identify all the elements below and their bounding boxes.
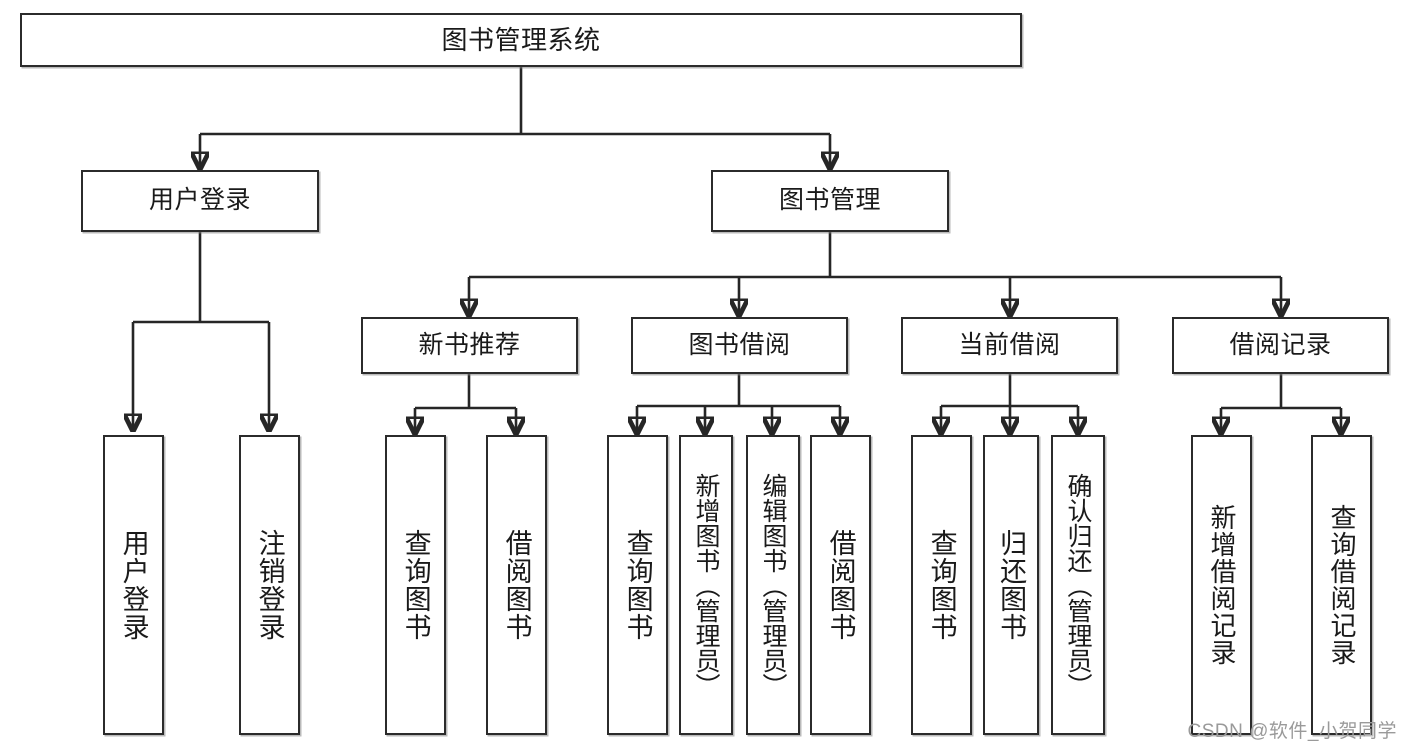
- leaf-book-borrow-borrow[interactable]: 借阅图书: [810, 435, 871, 735]
- node-current-borrow[interactable]: 当前借阅: [901, 317, 1118, 374]
- node-label: 借阅图书: [825, 529, 856, 641]
- node-label: 查询图书: [622, 529, 653, 641]
- node-root-book-management-system[interactable]: 图书管理系统: [20, 13, 1022, 67]
- leaf-current-borrow-query[interactable]: 查询图书: [911, 435, 972, 735]
- node-label: 新书推荐: [418, 330, 521, 359]
- leaf-book-borrow-add-admin[interactable]: 新增图书（管理员）: [679, 435, 733, 735]
- node-label: 用户登录: [148, 186, 251, 215]
- node-label: 借阅记录: [1229, 330, 1332, 359]
- node-label: 图书管理: [778, 186, 881, 215]
- leaf-user-login-logout[interactable]: 注销登录: [239, 435, 300, 735]
- leaf-borrow-record-query[interactable]: 查询借阅记录: [1311, 435, 1372, 735]
- leaf-new-book-borrow[interactable]: 借阅图书: [486, 435, 547, 735]
- node-label: 注销登录: [254, 529, 285, 641]
- node-book-borrow[interactable]: 图书借阅: [631, 317, 848, 374]
- leaf-book-borrow-edit-admin[interactable]: 编辑图书（管理员）: [746, 435, 800, 735]
- node-user-login[interactable]: 用户登录: [81, 170, 319, 232]
- node-label: 查询图书: [400, 529, 431, 641]
- node-label: 当前借阅: [958, 330, 1061, 359]
- leaf-new-book-query[interactable]: 查询图书: [385, 435, 446, 735]
- node-label: 借阅图书: [501, 529, 532, 641]
- node-label: 查询借阅记录: [1327, 504, 1358, 666]
- node-label: 图书借阅: [688, 330, 791, 359]
- leaf-current-borrow-return[interactable]: 归还图书: [983, 435, 1039, 735]
- node-borrow-record[interactable]: 借阅记录: [1172, 317, 1389, 374]
- leaf-current-borrow-confirm-admin[interactable]: 确认归还（管理员）: [1051, 435, 1105, 735]
- node-label: 编辑图书（管理员）: [759, 472, 787, 698]
- node-book-management[interactable]: 图书管理: [711, 170, 949, 232]
- node-new-book-recommend[interactable]: 新书推荐: [361, 317, 578, 374]
- node-label: 图书管理系统: [441, 24, 601, 55]
- leaf-borrow-record-add[interactable]: 新增借阅记录: [1191, 435, 1252, 735]
- node-label: 确认归还（管理员）: [1064, 472, 1092, 698]
- node-label: 新增借阅记录: [1207, 504, 1238, 666]
- watermark: CSDN @软件_小贺同学: [1187, 721, 1397, 742]
- node-label: 用户登录: [118, 529, 149, 641]
- leaf-user-login-login[interactable]: 用户登录: [103, 435, 164, 735]
- leaf-book-borrow-query[interactable]: 查询图书: [607, 435, 668, 735]
- node-label: 查询图书: [926, 529, 957, 641]
- node-label: 归还图书: [996, 529, 1027, 641]
- node-label: 新增图书（管理员）: [692, 472, 720, 698]
